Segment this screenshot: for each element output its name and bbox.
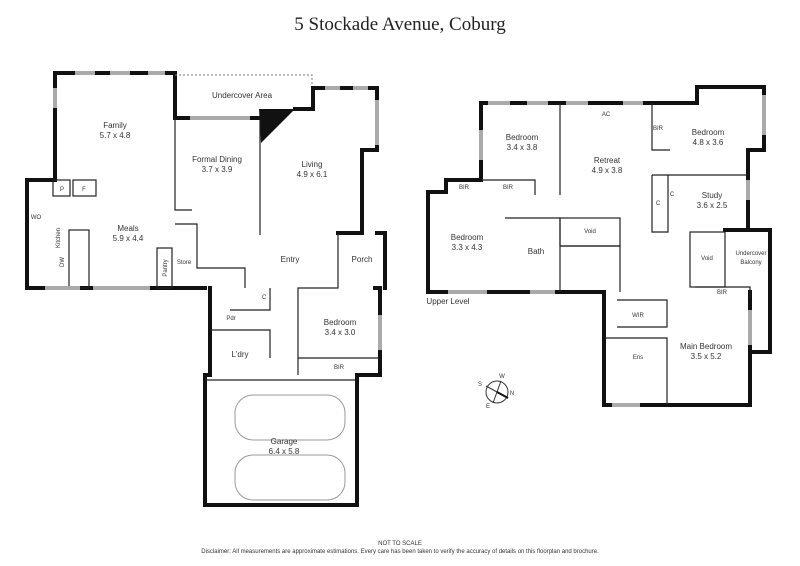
room-size: 5.7 x 4.8	[100, 131, 131, 140]
room-name: Study	[702, 191, 722, 200]
room-name: Formal Dining	[192, 155, 242, 164]
label-bath: Bath	[528, 247, 544, 256]
label-void: Void	[584, 229, 596, 235]
room-size: 5.9 x 4.4	[113, 234, 144, 243]
room-size: 3.6 x 2.5	[697, 201, 728, 210]
page-title: 5 Stockade Avenue, Coburg	[294, 14, 506, 35]
label-bir: BIR	[334, 365, 345, 371]
compass-e: E	[486, 404, 490, 410]
label-ac: AC	[602, 112, 611, 118]
room-size: 3.4 x 3.8	[507, 143, 538, 152]
room-name: Retreat	[594, 156, 621, 165]
label-undercover-balcony: Balcony	[740, 260, 761, 266]
room-name: Family	[103, 121, 127, 130]
fridge-space	[72, 179, 97, 197]
label-c: C	[262, 295, 267, 301]
compass-s: S	[478, 382, 482, 388]
fireplace	[259, 109, 295, 143]
pantry-cupboard	[52, 179, 71, 197]
label-p: P	[60, 187, 64, 193]
level-label: Upper Level	[426, 297, 469, 306]
label-void: Void	[701, 256, 713, 262]
label-ens: Ens	[633, 355, 643, 361]
room-size: 3.5 x 5.2	[691, 352, 722, 361]
label-c: C	[656, 201, 661, 207]
room-name: Bedroom	[451, 233, 484, 242]
pantry-box	[156, 247, 173, 289]
room-size: 3.7 x 3.9	[202, 165, 233, 174]
label-bir: BIR	[717, 290, 728, 296]
compass-icon: S W N E	[478, 374, 514, 410]
label-dw: DW	[60, 257, 66, 267]
room-size: 3.4 x 3.0	[325, 328, 356, 337]
label-kitchen: Kitchen	[56, 228, 62, 248]
ground-floor-walls	[25, 71, 387, 507]
label-entry: Entry	[281, 255, 300, 264]
room-size: 4.9 x 6.1	[297, 170, 328, 179]
room-name: Bedroom	[506, 133, 539, 142]
upper-floor-labels: AC Bedroom 3.4 x 3.8 Retreat 4.9 x 3.8 B…	[426, 112, 766, 361]
label-bir: BIR	[653, 126, 664, 132]
room-size: 4.8 x 3.6	[693, 138, 724, 147]
compass-n: N	[510, 391, 514, 397]
label-undercover-balcony: Undercover	[735, 251, 766, 257]
room-name: Main Bedroom	[680, 342, 732, 351]
room-name: Garage	[271, 437, 298, 446]
label-wo: WO	[31, 215, 42, 221]
disclaimer: Disclaimer: All measurements are approxi…	[201, 549, 599, 555]
room-name: Meals	[117, 224, 138, 233]
room-size: 4.9 x 3.8	[592, 166, 623, 175]
label-laundry: L'dry	[231, 350, 248, 359]
kitchen-island	[68, 229, 90, 289]
room-size: 6.4 x 5.8	[269, 447, 300, 456]
not-to-scale: NOT TO SCALE	[378, 541, 422, 547]
room-name: Bedroom	[324, 318, 357, 327]
label-porch: Porch	[352, 255, 373, 264]
label-pdr: Pdr	[226, 316, 235, 322]
label-bir: BIR	[503, 185, 514, 191]
label-undercover-area: Undercover Area	[212, 91, 273, 100]
car-icon	[234, 454, 346, 501]
car-icon	[234, 394, 346, 441]
room-size: 3.3 x 4.3	[452, 243, 483, 252]
room-name: Living	[302, 160, 323, 169]
label-bir: BIR	[459, 185, 470, 191]
label-pantry: Pantry	[163, 259, 169, 276]
compass-w: W	[499, 374, 505, 380]
label-store: Store	[177, 260, 192, 266]
label-f: F	[82, 187, 86, 193]
ground-floor-labels: Undercover Area Family 5.7 x 4.8 Formal …	[31, 91, 373, 456]
label-wir: WIR	[632, 313, 644, 319]
label-c: C	[670, 192, 675, 198]
room-name: Bedroom	[692, 128, 725, 137]
upper-floor-walls	[426, 85, 772, 407]
